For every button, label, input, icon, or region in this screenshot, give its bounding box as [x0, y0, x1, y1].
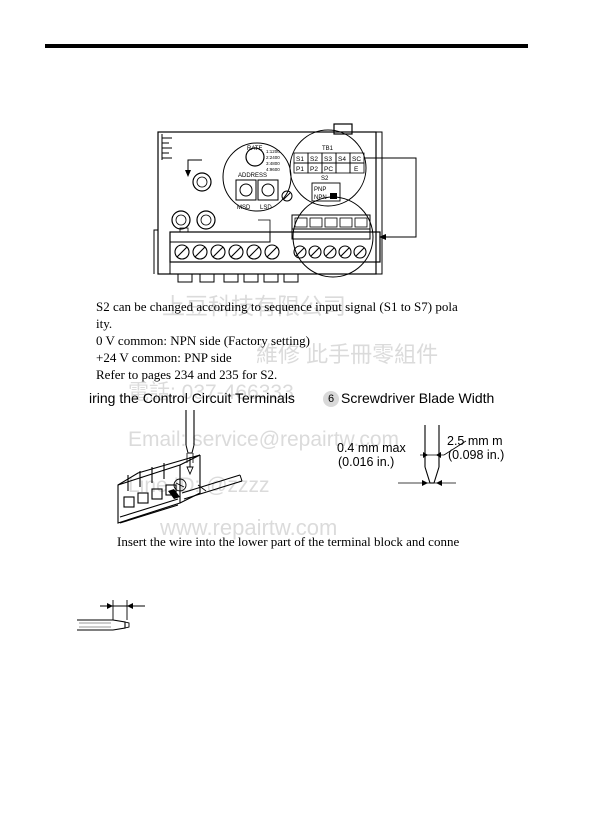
dim-width-in: (0.098 in.) — [448, 448, 505, 462]
svg-text:1:1200: 1:1200 — [266, 149, 280, 154]
svg-text:S2: S2 — [310, 156, 318, 163]
wire-strip-diagram — [77, 600, 145, 631]
label-s2: S2 — [321, 176, 329, 182]
wiring-diagram — [117, 410, 467, 524]
tb1-highlight-circle — [289, 129, 367, 207]
board-edge — [375, 131, 383, 275]
caption-line-5: Refer to pages 234 and 235 for S2. — [96, 367, 278, 382]
screwdriver-blade-tip — [424, 425, 440, 484]
label-tb1: TB1 — [322, 146, 334, 152]
top-connector — [333, 123, 353, 135]
terminal-block — [117, 454, 201, 524]
address-msd-switch — [235, 179, 257, 201]
caption-line-1: S2 can be changed according to sequence … — [96, 299, 458, 314]
svg-text:S4: S4 — [338, 156, 346, 163]
svg-text:4:9600: 4:9600 — [266, 167, 280, 172]
dim-width-mm: 2.5 mm m — [447, 434, 503, 448]
label-rate: RATE — [247, 146, 263, 152]
heading-wiring-terminals: iring the Control Circuit Terminals — [89, 390, 295, 406]
svg-text:NPN: NPN — [314, 195, 327, 201]
svg-text:LSD: LSD — [260, 205, 272, 211]
terminal-screws — [174, 244, 367, 260]
tb1-top-row: S1 S2 S3 S4 SC — [293, 152, 365, 164]
switch-board-diagram: RATE 1:1200 2:2400 3:4800 4:9600 ADDRESS… — [153, 123, 417, 283]
caption-line-2: ity. — [96, 316, 113, 331]
svg-text:2:2400: 2:2400 — [266, 155, 280, 160]
terminal-highlight-circle — [292, 196, 374, 278]
address-lsd-switch — [257, 179, 279, 201]
dim-thickness-mm: 0.4 mm max — [337, 441, 406, 455]
svg-text:P2: P2 — [310, 166, 318, 173]
terminal-strip — [169, 231, 381, 263]
caption-line-4: +24 V common: PNP side — [96, 350, 232, 365]
svg-text:SC: SC — [352, 156, 361, 163]
caption-line-3: 0 V common: NPN side (Factory setting) — [96, 333, 311, 348]
heading-number-badge: 6 — [323, 391, 339, 407]
svg-text:3:4800: 3:4800 — [266, 161, 280, 166]
svg-text:E: E — [354, 166, 359, 173]
s2-switch — [311, 182, 341, 202]
svg-text:PNP: PNP — [314, 187, 326, 193]
dim-thickness-in: (0.016 in.) — [338, 455, 395, 469]
svg-text:P1: P1 — [296, 166, 304, 173]
screwdriver-shaft — [185, 410, 195, 445]
heading-screwdriver-width: Screwdriver Blade Width — [341, 390, 495, 406]
label-address: ADDRESS — [238, 173, 267, 179]
svg-text:S1: S1 — [296, 156, 304, 163]
top-rule — [45, 44, 528, 48]
svg-text:S3: S3 — [324, 156, 332, 163]
insert-wire-instruction: Insert the wire into the lower part of t… — [117, 534, 460, 549]
wire — [181, 474, 243, 500]
bottom-tabs — [177, 273, 299, 283]
svg-text:PC: PC — [324, 166, 333, 173]
ruler-marks — [161, 134, 172, 160]
rate-switch — [245, 147, 265, 167]
tb1-bottom-row: P1 P2 PC E — [293, 162, 365, 174]
